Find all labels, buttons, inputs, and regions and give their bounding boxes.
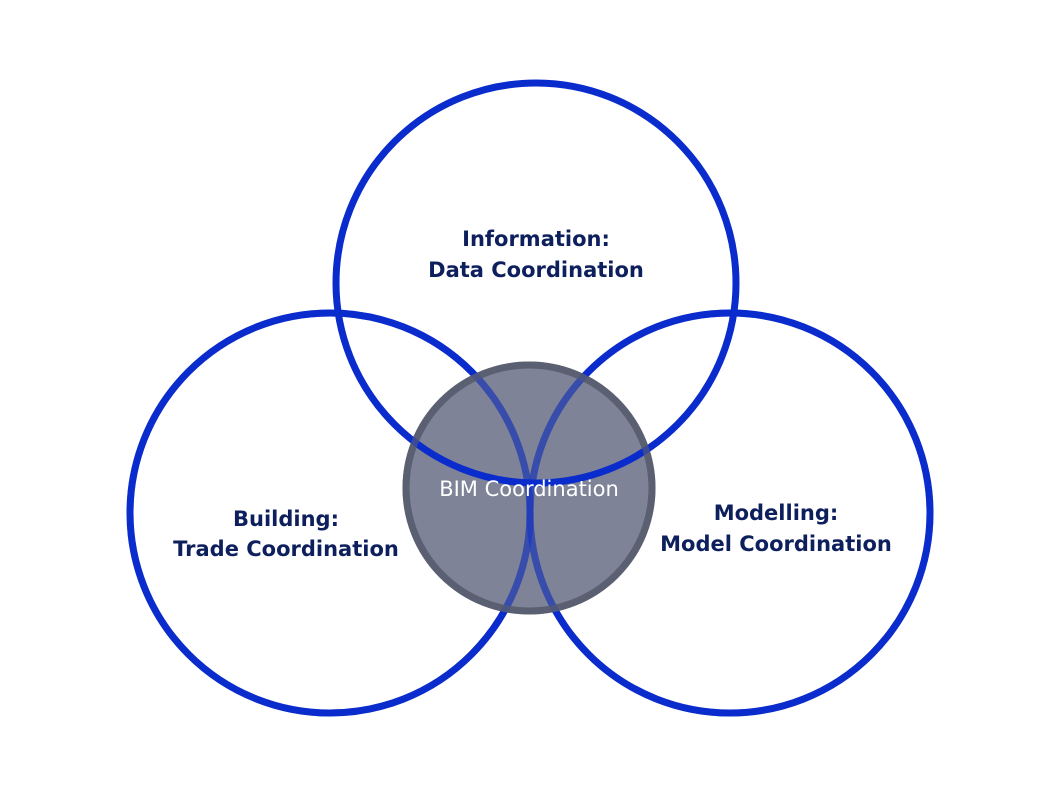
label-building-title: Building: (233, 507, 339, 531)
label-modelling-subtitle: Model Coordination (660, 532, 892, 556)
label-modelling-title: Modelling: (714, 501, 839, 525)
ring-building-overlay (126, 309, 534, 717)
ring-information (332, 79, 740, 487)
core-bim-border (402, 361, 656, 615)
label-information-title: Information: (462, 227, 610, 251)
ring-modelling-overlay (526, 309, 934, 717)
label-information-subtitle: Data Coordination (428, 258, 644, 282)
label-bim-coordination: BIM Coordination (439, 477, 619, 501)
label-building-subtitle: Trade Coordination (173, 537, 399, 561)
